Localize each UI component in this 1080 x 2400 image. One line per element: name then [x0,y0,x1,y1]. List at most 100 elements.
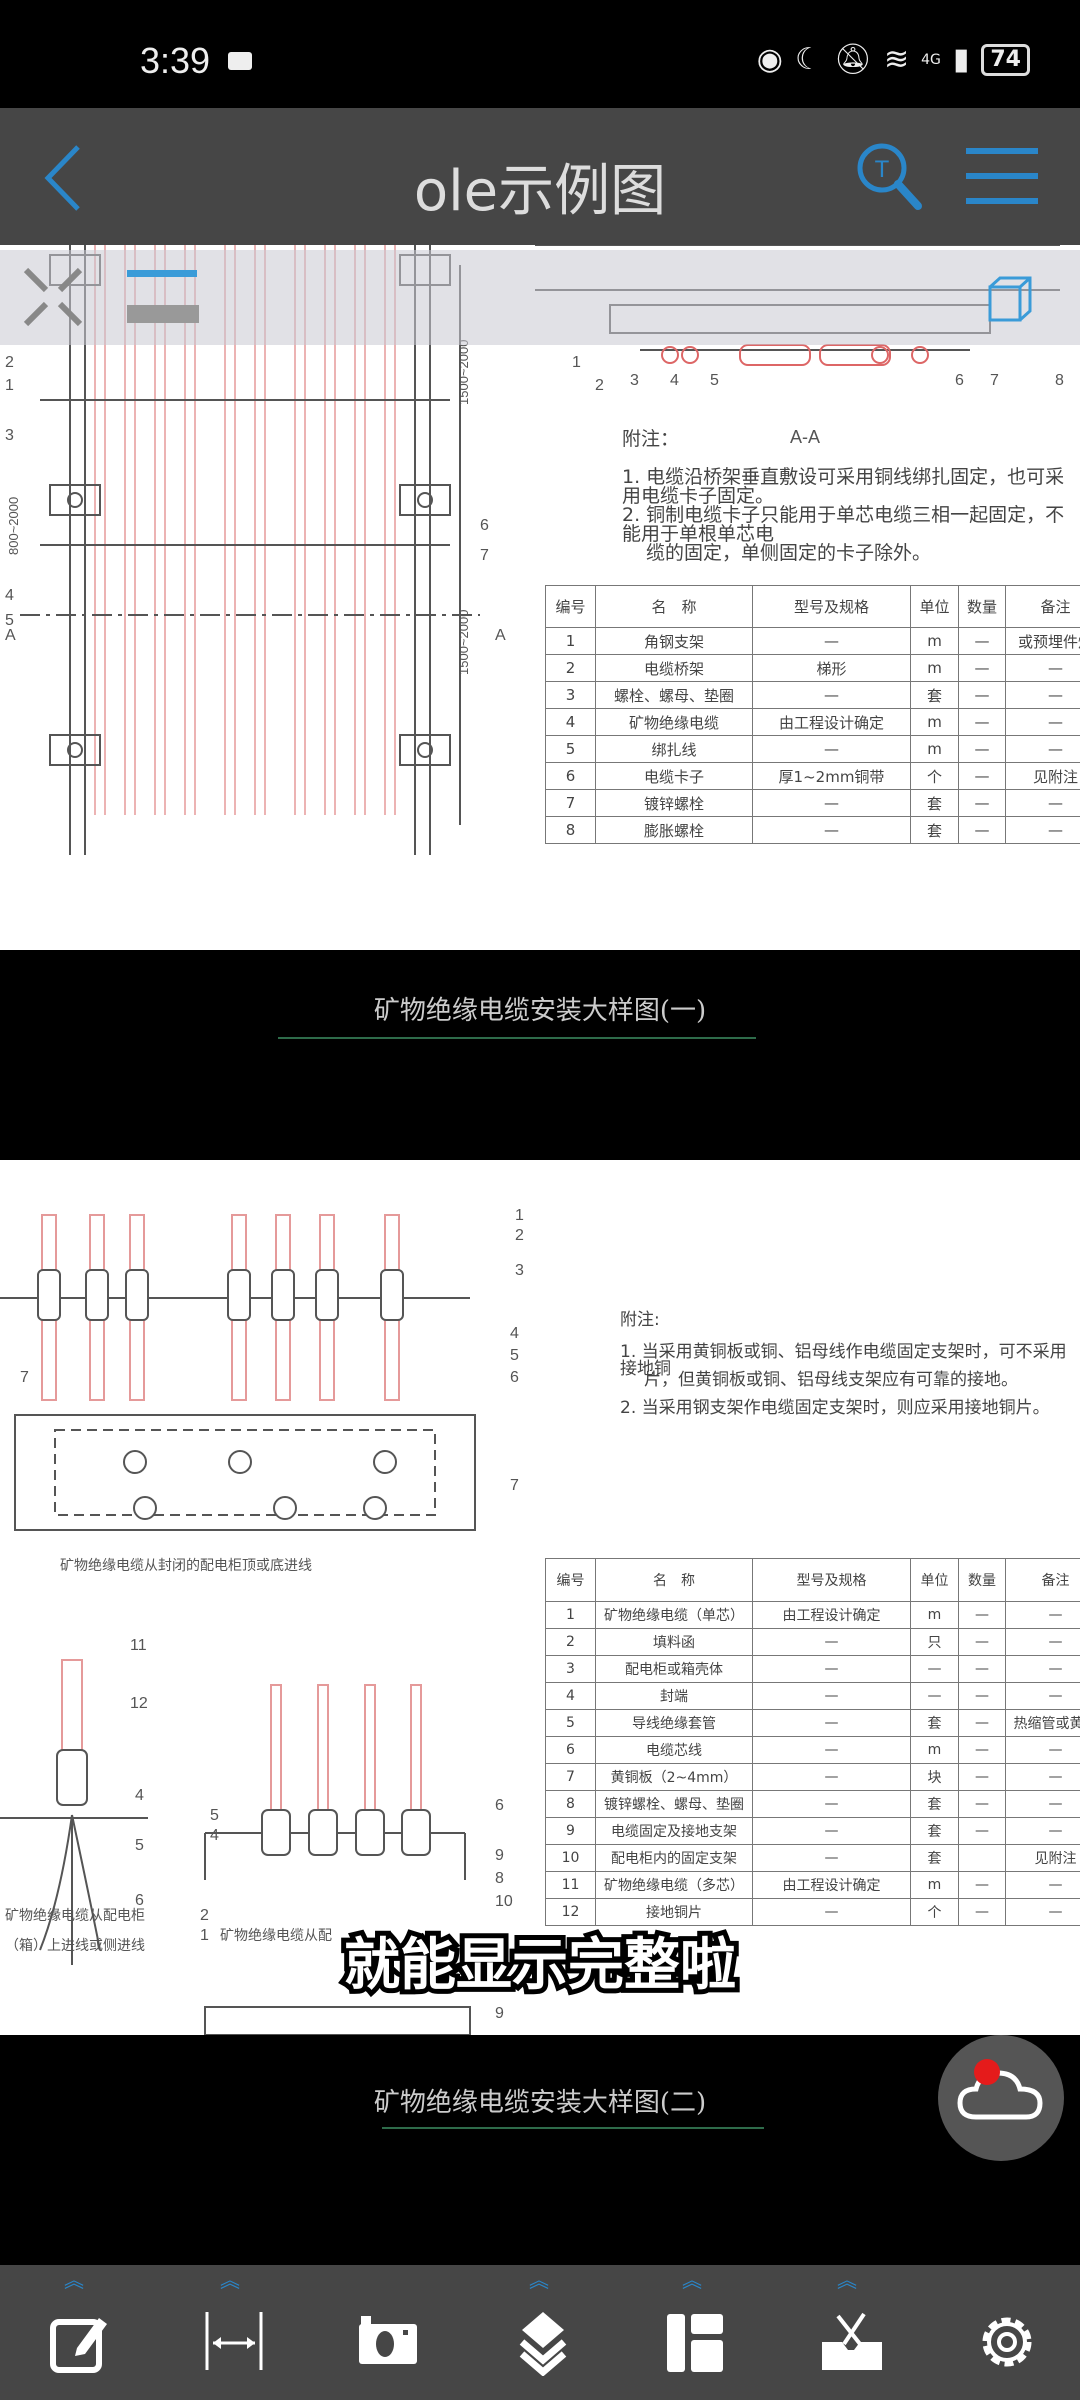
layers-button[interactable]: ︽ [487,2265,597,2400]
notification-dot [974,2059,1000,2085]
camera-button[interactable] [332,2265,442,2400]
toolbox-icon [822,2312,882,2370]
svg-text:9: 9 [495,2005,504,2022]
svg-text:10: 10 [495,1893,513,1910]
table-cell: — [752,627,911,655]
svg-text:6: 6 [955,372,964,389]
text-search-button[interactable]: T [850,136,930,216]
table-cell: 螺栓、螺母、垫圈 [595,681,753,709]
table-cell: 6 [545,762,596,790]
table-cell: 个 [910,1898,959,1926]
table-cell: — [752,1817,911,1845]
svg-text:12: 12 [130,1695,148,1712]
measure-button[interactable]: ︽ [178,2265,288,2400]
settings-button[interactable] [950,2265,1060,2400]
signal-icon: ▮ [952,42,970,77]
table-cell: m [910,1871,959,1899]
svg-text:8: 8 [495,1870,504,1887]
table-cell: 由工程设计确定 [752,1601,911,1629]
drawing-page-1[interactable]: 1 2 3 4 5 6 7 A A 1500~2000 800~2000 150… [0,245,1080,950]
status-bar: 3:39 ◉ ☾ 🔕︎ ≋ 4G ▮ 74 [0,0,1080,108]
edit-button[interactable]: ︽ [22,2265,132,2400]
bell-off-icon: 🔕︎ [833,42,872,77]
svg-text:1: 1 [200,1927,209,1944]
slider-track[interactable] [127,305,199,323]
svg-text:5: 5 [5,612,14,629]
wifi-icon: ≋ [883,42,910,77]
app-header: ole示例图 T [0,108,1080,245]
table-cell: 11 [545,1871,596,1899]
table-cell: 套 [910,816,959,844]
caption-top: 矿物绝缘电缆从封闭的配电柜顶或底进线 [60,1557,312,1573]
table-cell: — [1005,1628,1080,1656]
measure-icon [205,2312,263,2370]
fullscreen-icon[interactable] [18,262,88,332]
table-cell: — [752,1709,911,1737]
toolbox-button[interactable]: ︽ [795,2265,905,2400]
table-cell: 封端 [595,1682,753,1710]
svg-text:1500~2000: 1500~2000 [456,610,471,675]
expand-up-icon: ︽ [529,2268,549,2292]
layout-icon [667,2314,723,2372]
drawing-page-2[interactable]: 1 2 3 4 5 6 7 7 矿物绝缘电缆从封闭的配电柜顶或底进线 11 12… [0,1160,1080,2035]
edit-icon [50,2318,107,2373]
svg-text:A: A [495,627,506,644]
caption-underline-1 [278,1037,756,1039]
column-header: 名 称 [595,1558,753,1602]
notes-2: 附注: 1. 当采用黄铜板或铜、铝母线作电缆固定支架时，可不采用接地铜 片，但黄… [620,1310,1067,1418]
3d-view-icon[interactable] [985,275,1035,325]
svg-text:1: 1 [572,354,581,371]
table-cell: 导线绝缘套管 [595,1709,753,1737]
table-cell: 由工程设计确定 [752,1871,911,1899]
table-cell: — [1005,735,1080,763]
layout-button[interactable]: ︽ [640,2265,750,2400]
table-cell: — [752,1655,911,1683]
table-cell: 膨胀螺栓 [595,816,753,844]
table-cell: — [752,1763,911,1791]
table-cell: — [958,789,1006,817]
svg-text:5: 5 [210,1807,219,1824]
column-header: 名 称 [595,585,753,628]
table-cell: m [910,1736,959,1764]
table-cell: — [958,654,1006,682]
screen-record-icon [228,52,252,70]
status-time: 3:39 [140,40,211,81]
drawing-caption-1: 矿物绝缘电缆安装大样图(一) [373,996,707,1026]
page-title: ole示例图 [413,159,667,224]
cloud-button[interactable] [938,2035,1064,2161]
table-cell: m [910,735,959,763]
bottom-toolbar: ︽ ︽ ︽ ︽ ︽ [0,2265,1080,2400]
table-cell: 矿物绝缘电缆（单芯） [595,1601,753,1629]
table-cell: m [910,1601,959,1629]
table-cell: 套 [910,789,959,817]
back-button[interactable] [40,143,90,213]
drawing-2-svg: 1 2 3 4 5 6 7 7 矿物绝缘电缆从封闭的配电柜顶或底进线 11 12… [0,1207,524,2035]
table-cell: 电缆芯线 [595,1736,753,1764]
svg-text:8: 8 [1055,372,1064,389]
table-cell: m [910,708,959,736]
table-cell: 矿物绝缘电缆 [595,708,753,736]
eye-icon: ◉ [756,42,783,77]
table-cell: m [910,654,959,682]
menu-button[interactable] [962,136,1042,216]
table-cell: — [1005,816,1080,844]
table-cell: 4 [545,708,596,736]
table-cell: — [1005,1682,1080,1710]
slider-indicator[interactable] [127,270,197,277]
svg-text:2: 2 [515,1227,524,1244]
svg-text:6: 6 [495,1797,504,1814]
svg-text:11: 11 [130,1637,147,1654]
table-cell: — [1005,1736,1080,1764]
expand-up-icon: ︽ [220,2268,240,2292]
table-cell: — [910,1655,959,1683]
expand-up-icon: ︽ [64,2268,84,2292]
table-cell: 厚1~2mm铜带 [752,762,911,790]
table-cell: — [752,681,911,709]
svg-text:6: 6 [135,1892,144,1909]
